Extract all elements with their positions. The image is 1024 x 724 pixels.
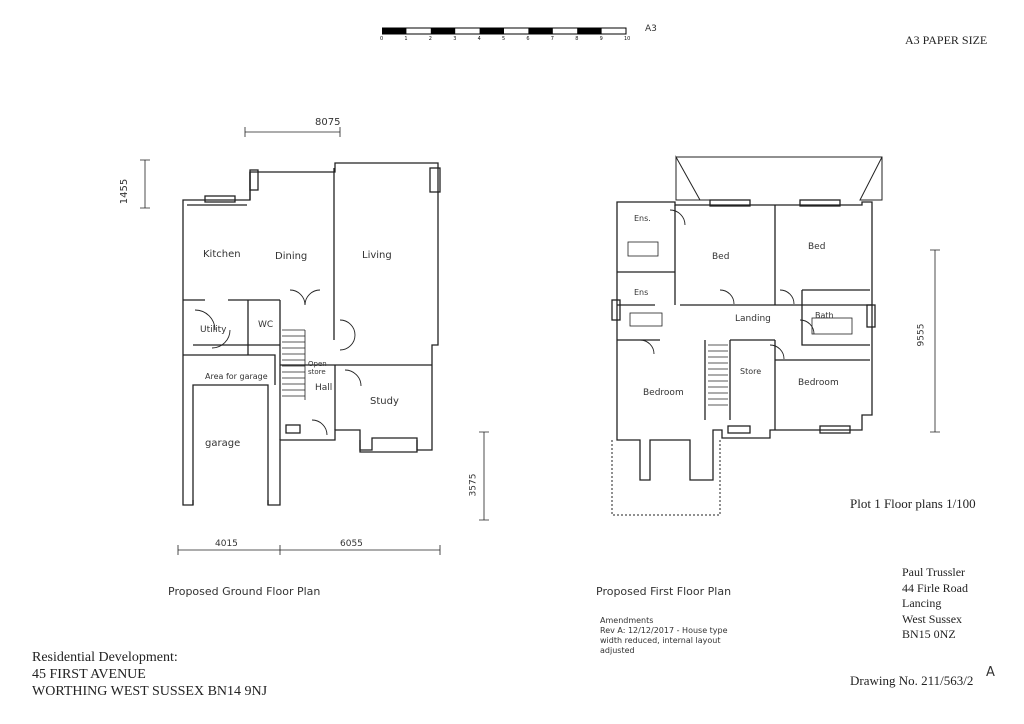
room-bed-1: Bed <box>712 252 730 262</box>
address-name: Paul Trussler <box>902 565 966 579</box>
scale-label: A3 <box>645 24 657 34</box>
scale-tick-label: 4 <box>477 36 481 42</box>
scale-tick-label: 1 <box>404 36 408 42</box>
room-utility: Utility <box>200 325 227 335</box>
scale-tick-label: 7 <box>550 36 554 42</box>
room-bath: Bath <box>815 311 834 320</box>
amendments-note: Amendments Rev A: 12/12/2017 - House typ… <box>600 616 830 656</box>
room-open-store: Open store <box>308 360 327 376</box>
room-garage: garage <box>205 438 241 449</box>
room-wc: WC <box>258 320 274 330</box>
room-hall: Hall <box>315 383 333 393</box>
scale-tick-label: 10 <box>624 36 631 42</box>
scale-tick-label: 6 <box>526 36 530 42</box>
amendments-line-2: width reduced, internal layout <box>600 636 721 645</box>
room-area-garage: Area for garage <box>205 372 268 381</box>
address-line-2: Lancing <box>902 596 942 610</box>
scale-tick-label: 2 <box>428 36 432 42</box>
dim-right: 3575 <box>468 473 479 497</box>
amendments-line-1: Rev A: 12/12/2017 - House type <box>600 626 728 635</box>
dim-bottom-left: 4015 <box>215 539 238 549</box>
room-ens-1: Ens. <box>634 214 651 223</box>
project-line-1: Residential Development: <box>32 650 178 665</box>
scale-tick-label: 3 <box>453 36 457 42</box>
room-study: Study <box>370 396 399 407</box>
room-kitchen: Kitchen <box>203 249 241 260</box>
room-store: Store <box>740 367 762 376</box>
plot-label: Plot 1 Floor plans 1/100 <box>850 496 976 511</box>
amendments-line-3: adjusted <box>600 646 635 655</box>
revision-mark: A <box>986 665 995 680</box>
room-dining: Dining <box>275 251 308 262</box>
scale-bar-graphic <box>382 27 627 35</box>
scale-tick-label: 8 <box>575 36 579 42</box>
scale-bar: 0 1 2 3 4 5 6 7 8 9 10 <box>380 27 632 47</box>
room-bed-2: Bed <box>808 242 826 252</box>
dim-left: 1455 <box>119 178 131 205</box>
dim-top: 8075 <box>315 117 341 128</box>
room-bedroom-1: Bedroom <box>643 388 684 398</box>
project-block: Residential Development: 45 FIRST AVENUE… <box>32 649 267 700</box>
dim-first-right: 9555 <box>916 323 927 347</box>
ground-floor-plan <box>140 127 489 555</box>
address-postcode: BN15 0NZ <box>902 627 956 641</box>
scale-tick-label: 5 <box>502 36 506 42</box>
room-living: Living <box>362 250 392 261</box>
scale-tick-label: 9 <box>599 36 603 42</box>
scale-tick-label: 0 <box>380 36 384 42</box>
address-line-3: West Sussex <box>902 611 963 626</box>
ground-floor-title: Proposed Ground Floor Plan <box>168 585 321 598</box>
paper-size-label: A3 PAPER SIZE <box>905 33 988 47</box>
project-line-3: WORTHING WEST SUSSEX BN14 9NJ <box>32 684 268 699</box>
first-floor-plan <box>611 155 940 516</box>
room-ens-2: Ens <box>634 288 649 297</box>
address-line-1: 44 Firle Road <box>902 580 968 595</box>
first-floor-title: Proposed First Floor Plan <box>596 585 732 598</box>
room-bedroom-2: Bedroom <box>798 378 839 388</box>
address-block: Paul Trussler 44 Firle Road Lancing West… <box>902 565 968 643</box>
project-line-2: 45 FIRST AVENUE <box>32 667 146 682</box>
room-landing: Landing <box>735 314 771 324</box>
amendments-heading: Amendments <box>600 616 654 625</box>
dim-bottom-right: 6055 <box>340 539 363 549</box>
drawing-number: Drawing No. 211/563/2 <box>850 673 974 688</box>
